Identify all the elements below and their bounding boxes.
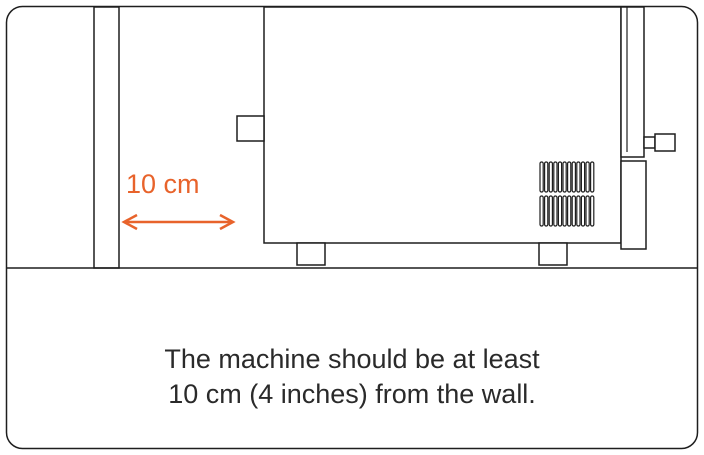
machine-right-knob — [654, 133, 676, 152]
vent-grille-bottom — [539, 195, 595, 227]
machine-foot-right — [538, 242, 568, 266]
vent-slot — [562, 161, 567, 193]
vent-slot — [571, 195, 577, 227]
machine-right-column — [620, 6, 645, 158]
vent-slot — [571, 161, 577, 193]
machine-right-lower-panel — [620, 160, 647, 250]
distance-arrow — [121, 213, 236, 231]
vent-slot — [557, 161, 563, 193]
machine-right-connector — [643, 136, 656, 149]
vent-slot — [557, 195, 563, 227]
caption-line-1: The machine should be at least — [164, 344, 540, 374]
vent-slot — [562, 195, 567, 227]
vent-grille-top — [539, 161, 595, 193]
vent-slot — [548, 195, 554, 227]
caption: The machine should be at least 10 cm (4 … — [20, 342, 684, 412]
vent-slot — [539, 195, 544, 227]
vent-slot — [580, 195, 586, 227]
vent-slot — [576, 161, 581, 193]
vent-slot — [539, 161, 544, 193]
wall — [93, 6, 120, 269]
vent-slot — [576, 195, 581, 227]
vent-slot — [580, 161, 586, 193]
vent-slot — [553, 161, 558, 193]
vent-slot — [589, 161, 595, 193]
distance-label: 10 cm — [126, 169, 200, 199]
vent-slot — [566, 161, 572, 193]
machine-side-tab — [236, 115, 265, 142]
vent-slot — [543, 195, 549, 227]
vent-slot — [548, 161, 554, 193]
vent-slot — [566, 195, 572, 227]
vent-slot — [585, 161, 590, 193]
vent-slot — [543, 161, 549, 193]
vent-slot — [585, 195, 590, 227]
machine-foot-left — [296, 242, 326, 266]
vent-slot — [553, 195, 558, 227]
caption-line-2: 10 cm (4 inches) from the wall. — [168, 379, 536, 409]
vent-slot — [589, 195, 595, 227]
